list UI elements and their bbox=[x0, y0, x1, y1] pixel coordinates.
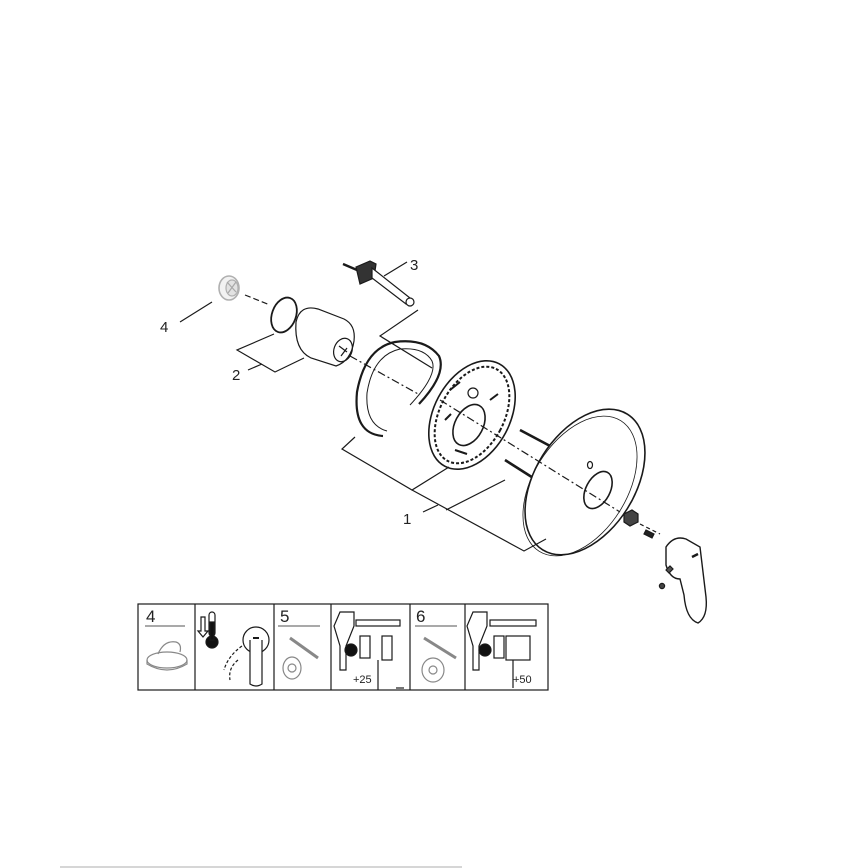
panel-temperature-limit bbox=[196, 611, 270, 687]
bracket-3 bbox=[378, 309, 433, 369]
bracket-2 bbox=[235, 333, 305, 373]
callout-2: 2 bbox=[232, 367, 240, 384]
leader-line-3 bbox=[383, 261, 408, 277]
leader-line-1 bbox=[422, 504, 439, 513]
part-4-limit-stop-cap bbox=[218, 275, 271, 306]
callout-1: 1 bbox=[403, 511, 411, 528]
panel-number-6: 6 bbox=[416, 607, 425, 626]
axis-line bbox=[439, 399, 621, 513]
leader-line-4 bbox=[179, 301, 213, 323]
panel-6-installation bbox=[466, 611, 537, 688]
panel-number-4: 4 bbox=[146, 607, 155, 626]
panel-5-installation bbox=[333, 611, 404, 690]
dimension-plus-50: +50 bbox=[513, 674, 532, 686]
bracket-1a bbox=[340, 436, 450, 491]
dimension-plus-25: +25 bbox=[353, 674, 372, 686]
callout-3: 3 bbox=[410, 257, 418, 274]
bracket-1c bbox=[445, 479, 506, 511]
panel-6-extension-set bbox=[415, 625, 457, 683]
panel-number-5: 5 bbox=[280, 607, 289, 626]
callout-4: 4 bbox=[160, 319, 168, 336]
footer-rule bbox=[60, 866, 462, 868]
part-2-sleeve bbox=[270, 296, 421, 396]
part-1-escutcheon bbox=[522, 408, 646, 557]
part-3-spindle bbox=[342, 260, 415, 307]
panel-5-extension-set bbox=[278, 625, 320, 680]
handle-assembly bbox=[623, 509, 708, 624]
bracket-1b bbox=[411, 489, 547, 552]
part-1-mounting-plate bbox=[427, 359, 517, 471]
accessory-strip bbox=[137, 603, 549, 691]
panel-4-limit-stop-cap bbox=[145, 625, 188, 671]
part-1-clip-ring bbox=[355, 340, 442, 438]
leader-line-2 bbox=[247, 363, 263, 371]
